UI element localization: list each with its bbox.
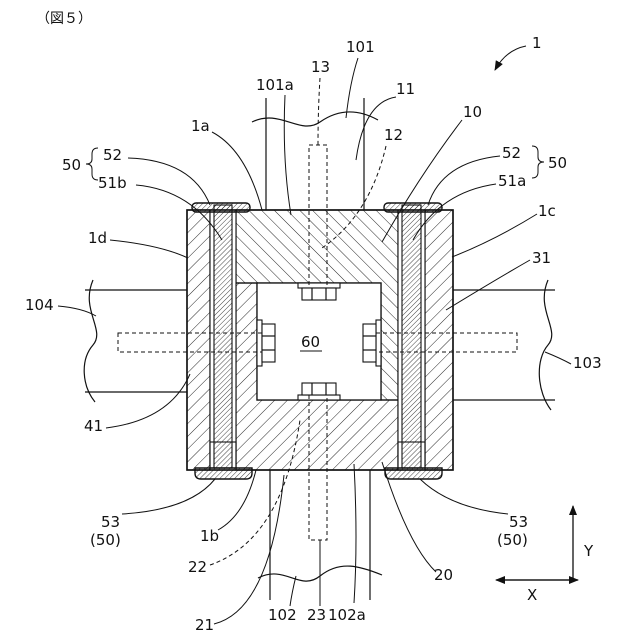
label-23: 23 (307, 606, 326, 624)
label-52-right: 52 (502, 144, 521, 162)
break-line-top (252, 112, 378, 126)
label-60: 60 (301, 333, 320, 351)
label-20: 20 (434, 566, 453, 584)
leader-1a (212, 132, 262, 210)
leader-101a (284, 95, 291, 215)
nut-52-left (192, 203, 250, 212)
label-1a: 1a (191, 117, 210, 135)
label-101: 101 (346, 38, 375, 56)
label-103: 103 (573, 354, 602, 372)
label-1c: 1c (538, 202, 556, 220)
label-1: 1 (532, 34, 542, 52)
brace-50-right (532, 146, 544, 178)
label-13: 13 (311, 58, 330, 76)
break-line-right (539, 280, 551, 410)
leader-41 (106, 374, 190, 428)
nut-right (363, 320, 381, 366)
nut-53-left (195, 468, 252, 479)
leader-101 (346, 58, 358, 118)
side-block-31-right (425, 210, 453, 470)
label-53-left: 53 (101, 513, 120, 531)
label-101a: 101a (256, 76, 294, 94)
leader-102 (290, 576, 296, 606)
pipe-101-top (266, 98, 364, 210)
label-50-right-paren: (50) (497, 531, 528, 549)
label-53-right: 53 (509, 513, 528, 531)
label-50-right: 50 (548, 154, 567, 172)
arrow-ref-1 (495, 46, 526, 70)
label-51b: 51b (98, 174, 127, 192)
nut-53-right (385, 468, 442, 479)
label-21: 21 (195, 616, 214, 634)
brace-50-left (86, 148, 98, 180)
leader-53-left (122, 479, 215, 514)
label-104: 104 (25, 296, 54, 314)
leader-31 (446, 260, 530, 310)
x-axis-label: X (527, 586, 537, 604)
label-31: 31 (532, 249, 551, 267)
label-102a: 102a (328, 606, 366, 624)
label-1d: 1d (88, 229, 107, 247)
label-50-left: 50 (62, 156, 81, 174)
leader-103 (545, 352, 571, 364)
tie-rod-51a (402, 205, 421, 468)
leader-13 (318, 78, 320, 145)
label-41: 41 (84, 417, 103, 435)
nut-top (298, 283, 340, 300)
leader-53-right (420, 479, 508, 514)
leader-52-right (428, 156, 500, 205)
leader-1c (452, 214, 537, 257)
leader-52-left (128, 158, 210, 205)
nut-bottom (298, 383, 340, 400)
break-line-left (84, 280, 97, 402)
leader-1d (110, 240, 188, 258)
label-22: 22 (188, 558, 207, 576)
nut-52-right (384, 203, 442, 212)
label-11: 11 (396, 80, 415, 98)
side-block-41-left (187, 210, 210, 470)
label-52-left: 52 (103, 146, 122, 164)
label-50-left-paren: (50) (90, 531, 121, 549)
leader-102a (354, 464, 356, 603)
label-51a: 51a (498, 172, 526, 190)
leader-21 (214, 475, 284, 624)
figure-title: （図５） (36, 11, 92, 27)
label-102: 102 (268, 606, 297, 624)
label-10: 10 (463, 103, 482, 121)
tie-rod-51b (214, 205, 232, 468)
y-axis-label: Y (583, 542, 594, 560)
nut-left (257, 320, 275, 366)
pipe-104-left (85, 290, 187, 392)
label-12: 12 (384, 126, 403, 144)
label-1b: 1b (200, 527, 219, 545)
